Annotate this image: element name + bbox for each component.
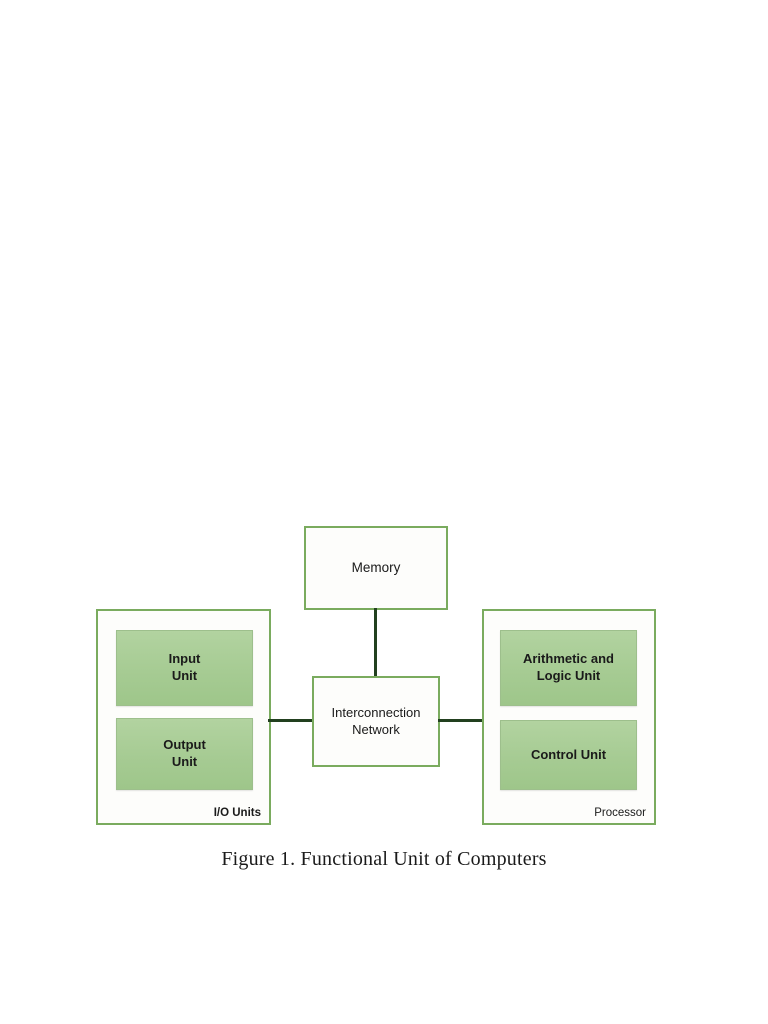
- output-unit-box: Output Unit: [116, 718, 253, 790]
- io-units-group-label: I/O Units: [213, 807, 261, 819]
- output-unit-label: Output Unit: [163, 737, 206, 769]
- figure-caption: Figure 1. Functional Unit of Computers: [221, 848, 547, 870]
- control-unit-box: Control Unit: [500, 720, 637, 790]
- memory-label: Memory: [351, 560, 401, 576]
- arithmetic-logic-unit-box: Arithmetic and Logic Unit: [500, 630, 637, 706]
- processor-group-label: Processor: [594, 807, 646, 819]
- connector-interconnection-to-processor: [438, 719, 484, 722]
- control-unit-label: Control Unit: [530, 746, 607, 762]
- input-unit-box: Input Unit: [116, 630, 253, 706]
- connector-io-to-interconnection: [268, 719, 314, 722]
- arithmetic-logic-unit-label: Arithmetic and Logic Unit: [522, 651, 614, 683]
- input-unit-label: Input Unit: [168, 651, 201, 683]
- interconnection-network-box: Interconnection Network: [312, 676, 440, 767]
- memory-box: Memory: [304, 526, 448, 610]
- interconnection-network-label: Interconnection Network: [331, 704, 421, 737]
- connector-memory-to-interconnection: [374, 608, 377, 678]
